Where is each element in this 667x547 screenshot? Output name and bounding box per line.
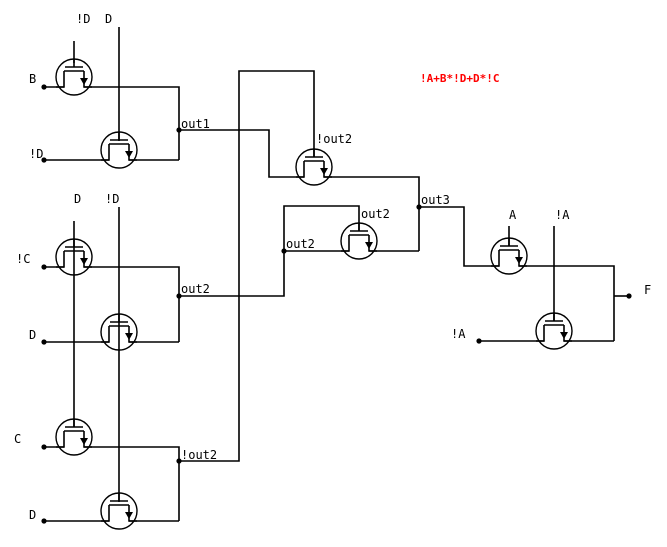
label-notc: !C (16, 252, 30, 266)
label-t7-gate: D (74, 192, 81, 206)
wire-t9-out (84, 446, 180, 521)
junction-out2 (176, 293, 182, 299)
label-t2-gate: D (105, 12, 112, 26)
arrow-icon (125, 333, 133, 340)
wires (44, 27, 629, 522)
label-c: C (14, 432, 21, 446)
label-d: D (29, 328, 36, 342)
label-t1-gate: !D (76, 12, 90, 26)
label-d2: D (29, 508, 36, 522)
wire-t3-out (324, 176, 420, 251)
arrow-icon (320, 168, 328, 175)
label-t6-gate: !A (555, 208, 570, 222)
label-notd: !D (29, 147, 43, 161)
transistor-t1 (55, 58, 93, 96)
wire-notout2-bus (179, 70, 315, 462)
arrow-icon (125, 512, 133, 519)
junction-out1 (176, 127, 182, 133)
arrow-icon (515, 257, 523, 264)
wire-out2 (179, 205, 360, 297)
arrow-icon (560, 332, 568, 339)
junction-d (41, 339, 47, 345)
label-t5-gate: A (509, 208, 517, 222)
arrow-icon (80, 258, 88, 265)
junction-f (626, 293, 632, 299)
junction-notout2 (176, 458, 182, 464)
junctions (41, 84, 632, 524)
wire-t7-out (84, 266, 180, 342)
label-out2-b: out2 (286, 237, 315, 251)
label-notout2-gate: !out2 (316, 132, 352, 146)
label-nota: !A (451, 327, 466, 341)
junction-c (41, 444, 47, 450)
arrow-icon (365, 242, 373, 249)
wire-t5-out (519, 265, 615, 341)
junction-b (41, 84, 47, 90)
label-f: F (644, 283, 651, 297)
junction-out2-b (281, 248, 287, 254)
label-out2-gate: out2 (361, 207, 390, 221)
label-out3: out3 (421, 193, 450, 207)
label-out1: out1 (181, 117, 210, 131)
arrow-icon (80, 438, 88, 445)
label-out2: out2 (181, 282, 210, 296)
arrow-icon (80, 78, 88, 85)
arrow-icon (125, 151, 133, 158)
wire-t1-out (84, 86, 180, 160)
label-b: B (29, 72, 36, 86)
junction-out3 (416, 204, 422, 210)
junction-notd (41, 157, 47, 163)
label-t8-gate: !D (105, 192, 119, 206)
wire-out3 (419, 206, 499, 267)
junction-d2 (41, 518, 47, 524)
junction-nota (476, 338, 482, 344)
label-notout2: !out2 (181, 448, 217, 462)
junction-notc (41, 264, 47, 270)
boolean-expression: !A+B*!D+D*!C (420, 72, 499, 85)
wire-out1 (179, 129, 304, 178)
